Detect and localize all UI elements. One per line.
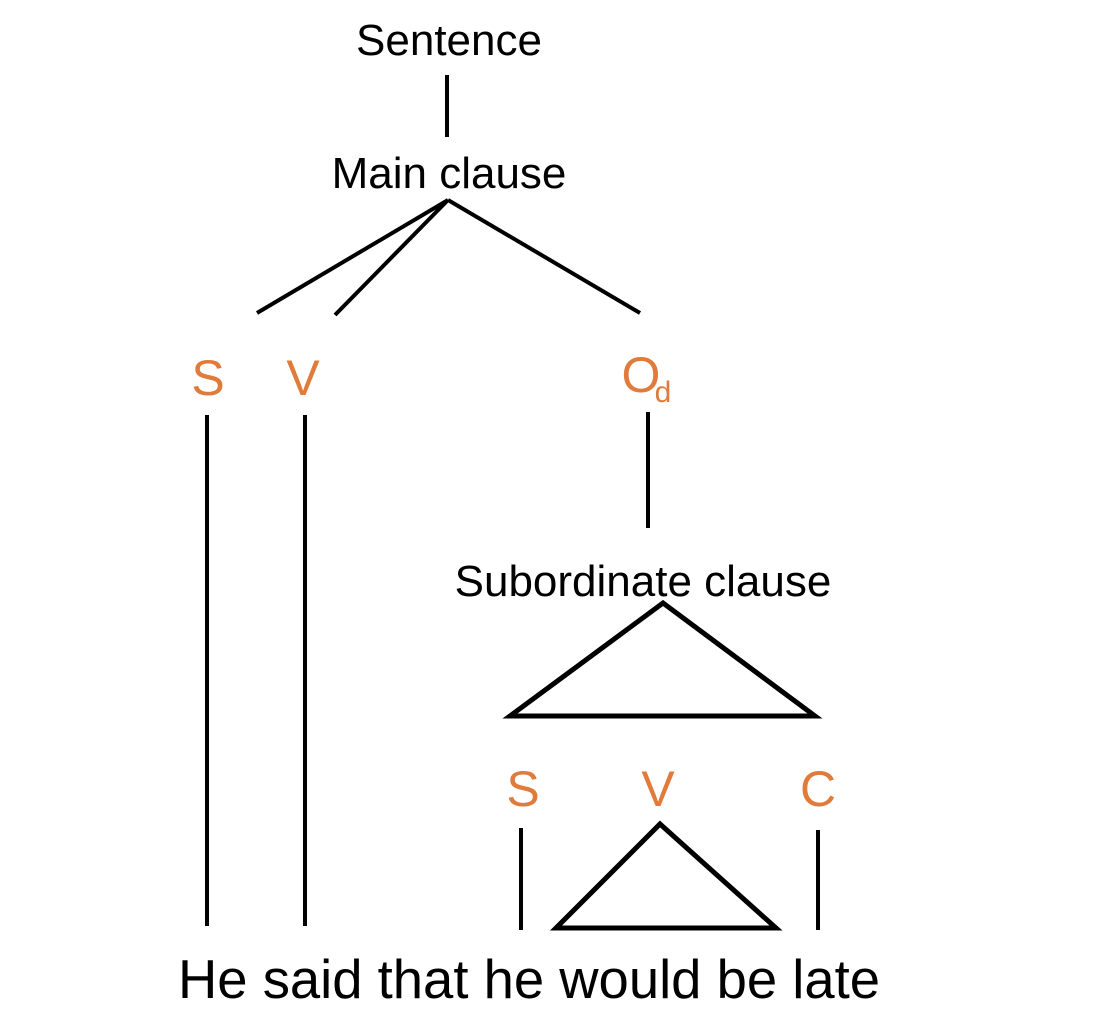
label-main-object-direct: O xyxy=(622,347,661,403)
label-sub-complement: C xyxy=(800,761,836,817)
node-main-clause: Main clause xyxy=(332,149,567,198)
label-main-verb: V xyxy=(286,350,320,406)
node-subordinate-clause: Subordinate clause xyxy=(455,557,832,606)
triangle-subordinate-clause xyxy=(502,599,823,719)
node-sentence: Sentence xyxy=(356,16,542,65)
label-main-object-direct-subscript: d xyxy=(655,376,672,409)
label-sub-subject: S xyxy=(506,761,539,817)
label-sub-verb: V xyxy=(641,761,675,817)
edge-main-clause-to-object xyxy=(446,198,642,315)
edge-main-clause-to-verb xyxy=(333,198,450,317)
sentence-text: He said that he would be late xyxy=(178,948,880,1010)
label-main-subject: S xyxy=(191,350,224,406)
edge-main-clause-to-subject xyxy=(255,198,450,315)
triangle-sub-verb-phrase xyxy=(549,820,783,931)
